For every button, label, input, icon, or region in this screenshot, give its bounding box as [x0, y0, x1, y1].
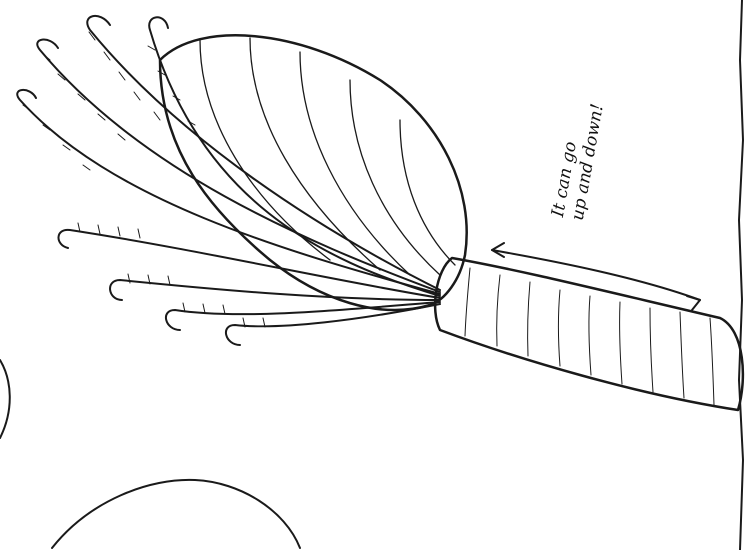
stalk [435, 258, 743, 410]
feather-plumes [17, 16, 440, 345]
seabed-line [739, 0, 743, 550]
double-arrow [492, 243, 700, 310]
mound [52, 480, 300, 548]
shell-bulb [160, 35, 467, 310]
left-edge-arc [0, 360, 10, 438]
